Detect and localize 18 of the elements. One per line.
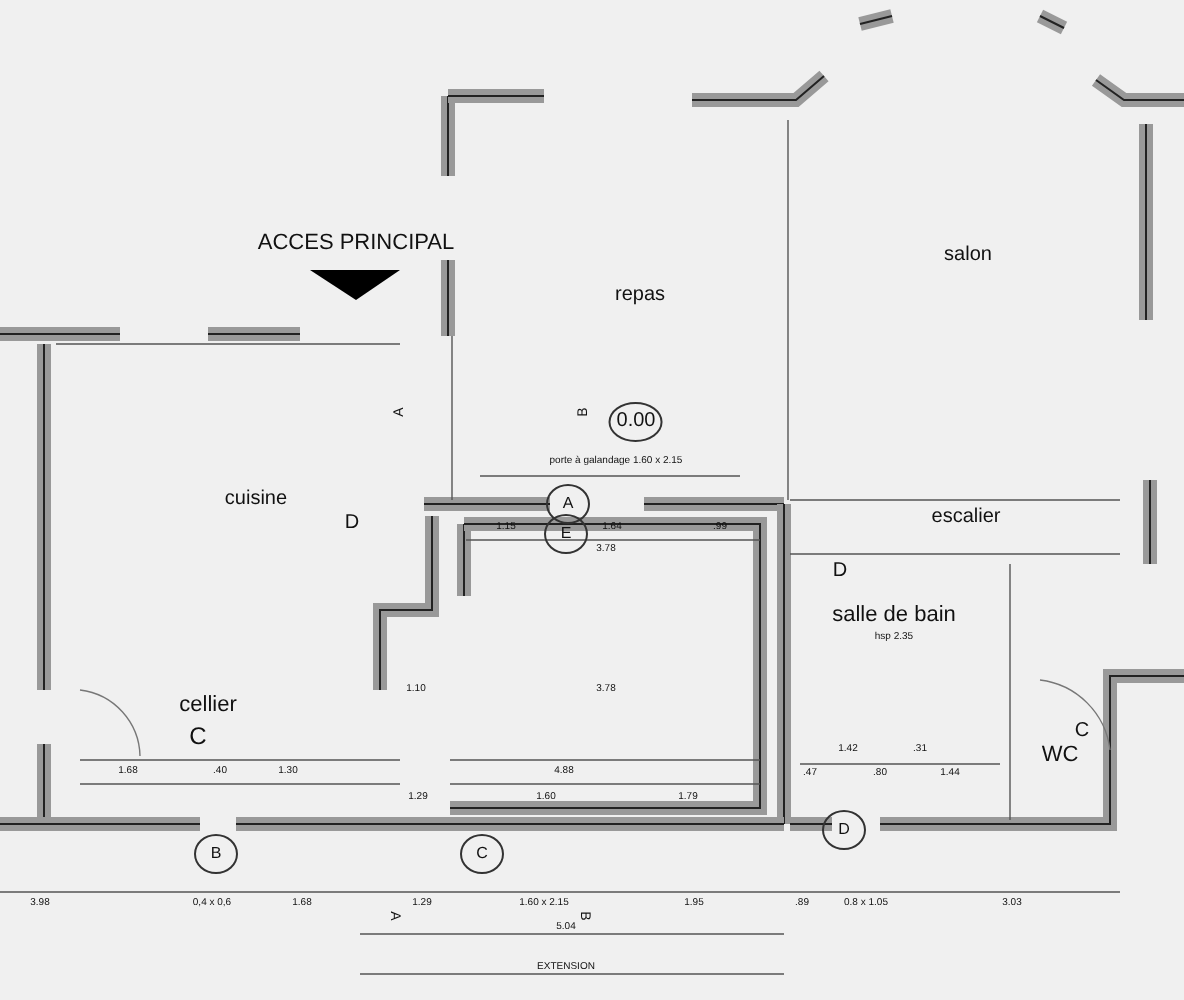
level-marker: 0.00 — [608, 402, 664, 442]
section-marker: D — [344, 514, 360, 534]
room-name: escalier — [931, 508, 1001, 528]
room-name: repas — [615, 286, 665, 306]
section-marker: E — [544, 514, 588, 554]
room-name: cellier — [179, 695, 237, 717]
section-marker: D — [832, 562, 848, 582]
entrance-label: ACCES PRINCIPAL — [257, 233, 455, 255]
section-marker: B — [194, 834, 238, 874]
section-marker: D — [822, 810, 866, 850]
section-marker: A — [546, 484, 590, 524]
room-name: salon — [944, 246, 992, 266]
section-marker: C — [460, 834, 504, 874]
section-marker: C — [1074, 722, 1090, 742]
room-name: cuisine — [224, 490, 288, 510]
room-name: WC — [1041, 745, 1079, 767]
room-name: salle de bain — [832, 605, 956, 627]
section-marker: C — [189, 724, 207, 748]
